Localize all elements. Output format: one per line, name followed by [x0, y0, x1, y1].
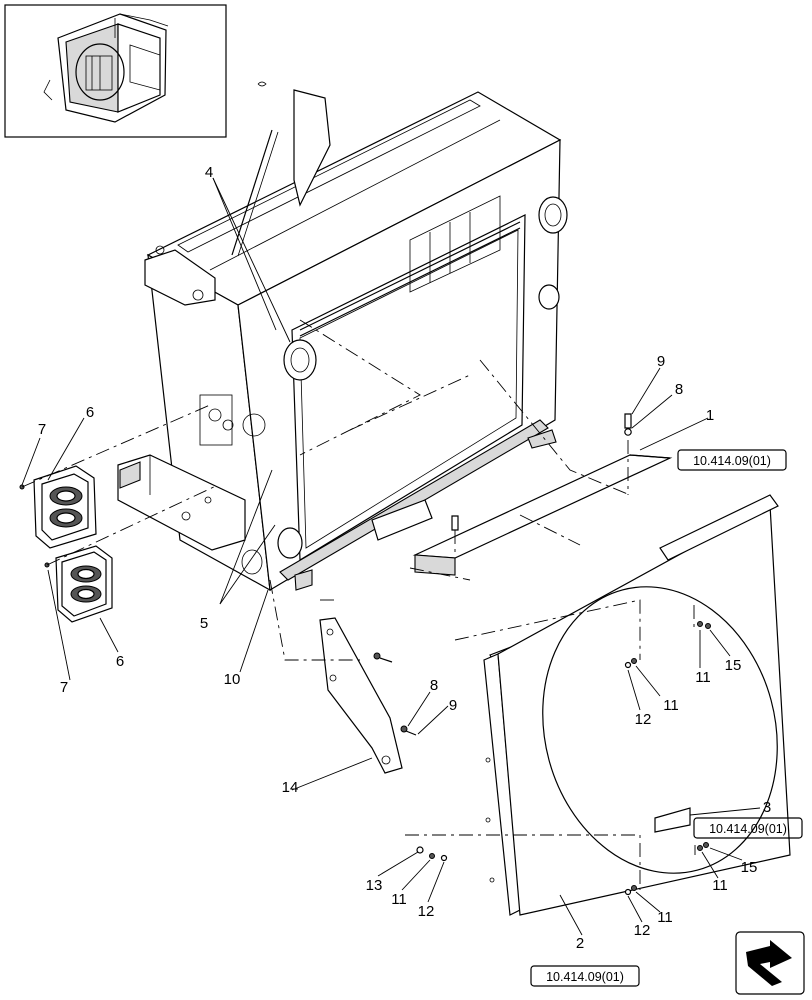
callout-1: 1 — [706, 407, 714, 424]
callout-12-b: 12 — [634, 922, 651, 939]
support-bar — [412, 454, 673, 576]
callout-10: 10 — [224, 671, 241, 688]
callout-6-upper: 6 — [86, 404, 94, 421]
reference-1-text: 10.414.09(01) — [693, 454, 771, 468]
callout-9-upper: 9 — [657, 353, 665, 370]
callout-11-d: 11 — [657, 909, 673, 926]
reference-box-1[interactable]: 10.414.09(01) — [677, 449, 787, 471]
fasteners — [19, 413, 711, 896]
callout-5: 5 — [200, 615, 208, 632]
callout-labels: 1 2 3 4 5 6 6 7 7 8 8 9 9 10 11 11 11 11… — [38, 164, 771, 952]
callout-11-a: 11 — [695, 669, 711, 686]
callout-12-a: 12 — [635, 711, 652, 728]
callout-12-c: 12 — [418, 903, 435, 920]
callout-6-lower: 6 — [116, 653, 124, 670]
callout-3: 3 — [763, 799, 771, 816]
callout-15-b: 15 — [741, 859, 758, 876]
callout-8-lower: 8 — [430, 677, 438, 694]
reference-2-text: 10.414.09(01) — [546, 970, 624, 984]
callout-15-a: 15 — [725, 657, 742, 674]
callout-11-e: 11 — [391, 891, 407, 908]
radiator-frame — [117, 81, 568, 592]
overview-thumbnail-icon — [4, 4, 227, 138]
callout-11-c: 11 — [712, 877, 728, 894]
reference-box-3[interactable]: 10.414.09(01) — [693, 817, 803, 839]
callout-4: 4 — [205, 164, 213, 181]
callout-11-b: 11 — [663, 697, 679, 714]
fan-shroud — [483, 494, 791, 916]
assembly-lines — [21, 319, 696, 890]
seal-assembly-upper — [33, 465, 97, 549]
next-page-arrow-icon[interactable] — [735, 931, 805, 995]
reference-3-text: 10.414.09(01) — [709, 822, 787, 836]
callout-7-upper: 7 — [38, 421, 46, 438]
callout-2: 2 — [576, 935, 584, 952]
callout-9-lower: 9 — [449, 697, 457, 714]
leader-lines — [21, 177, 761, 936]
callout-7-lower: 7 — [60, 679, 68, 696]
mounting-bracket — [319, 617, 403, 774]
seal-assembly-lower — [55, 545, 113, 623]
callout-13: 13 — [366, 877, 383, 894]
callout-8-upper: 8 — [675, 381, 683, 398]
callout-14: 14 — [282, 779, 299, 796]
reference-box-2[interactable]: 10.414.09(01) — [530, 965, 640, 987]
